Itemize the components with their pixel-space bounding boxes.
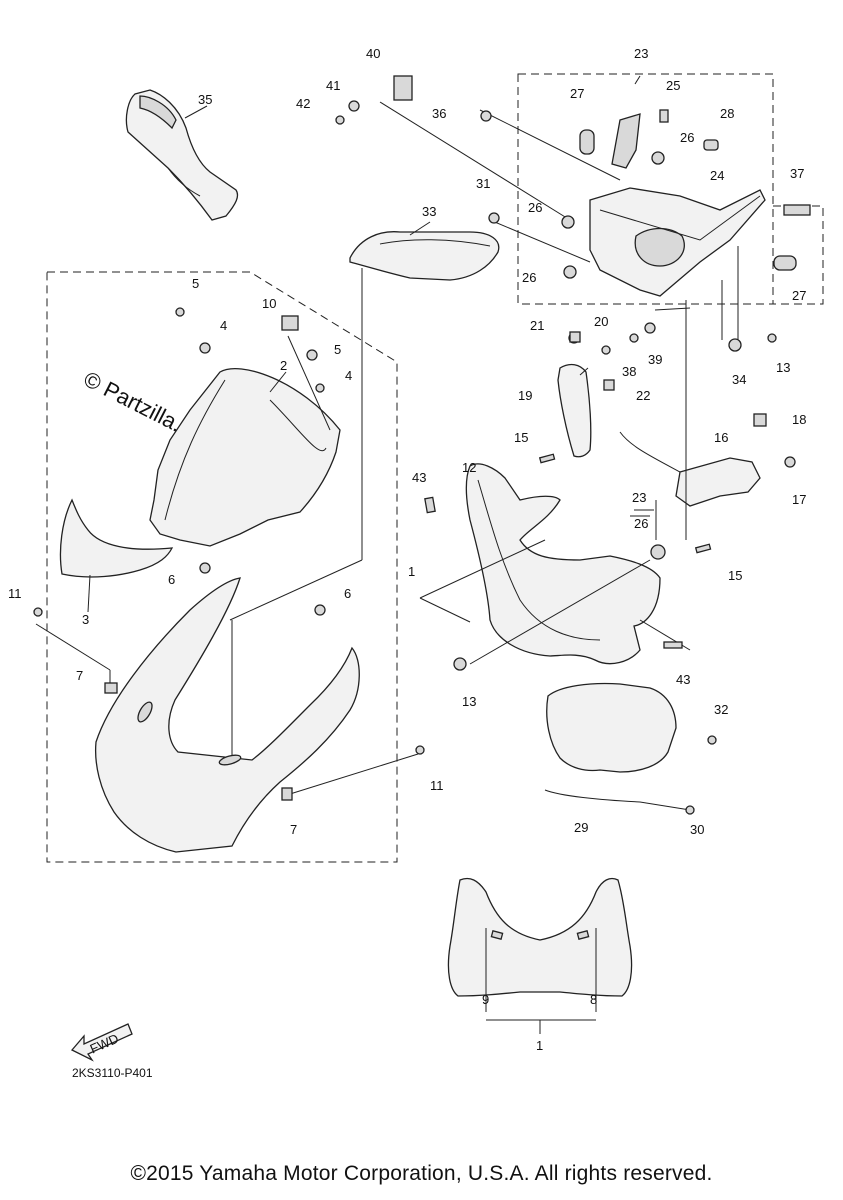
- callout-13-top: 13: [776, 360, 790, 375]
- callout-21: 21: [530, 318, 544, 333]
- callout-10: 10: [262, 296, 276, 311]
- callout-5-b: 5: [334, 342, 341, 357]
- inner-panel-part: [465, 463, 661, 665]
- forward-arrow-icon: FWD: [70, 1023, 133, 1062]
- stay-bracket-part: [619, 431, 761, 507]
- callout-15-a: 15: [514, 430, 528, 445]
- callout-34: 34: [732, 372, 746, 387]
- leader-lines: [35, 75, 739, 1034]
- callout-39: 39: [648, 352, 662, 367]
- callout-26-c: 26: [522, 270, 536, 285]
- callout-7-a: 7: [76, 668, 83, 683]
- callout-31: 31: [476, 176, 490, 191]
- callout-28: 28: [720, 106, 734, 121]
- callout-40: 40: [366, 46, 380, 61]
- callout-4-b: 4: [345, 368, 352, 383]
- callout-27-bottom: 27: [792, 288, 806, 303]
- callout-37: 37: [790, 166, 804, 181]
- callout-12: 12: [462, 460, 476, 475]
- callout-3: 3: [82, 612, 89, 627]
- headlight-unit-part: [544, 682, 691, 811]
- callout-26-d: 26: [634, 516, 648, 531]
- callout-26-b: 26: [528, 200, 542, 215]
- lower-trim-part: [59, 498, 174, 578]
- side-reflector-part: [557, 363, 592, 458]
- callout-13-bottom: 13: [462, 694, 476, 709]
- callout-41: 41: [326, 78, 340, 93]
- lower-cowling-part: [447, 877, 633, 997]
- callout-29: 29: [574, 820, 588, 835]
- callout-6-b: 6: [344, 586, 351, 601]
- callout-15-b: 15: [728, 568, 742, 583]
- callout-7-b: 7: [290, 822, 297, 837]
- callout-33: 33: [422, 204, 436, 219]
- callout-9: 9: [482, 992, 489, 1007]
- callout-1-bottom: 1: [536, 1038, 543, 1053]
- callout-25: 25: [666, 78, 680, 93]
- diagram-code: 2KS3110-P401: [72, 1066, 153, 1080]
- callout-38: 38: [622, 364, 636, 379]
- copyright-notice: ©2015 Yamaha Motor Corporation, U.S.A. A…: [130, 1162, 713, 1185]
- callout-16: 16: [714, 430, 728, 445]
- callout-2: 2: [280, 358, 287, 373]
- callout-43-b: 43: [676, 672, 690, 687]
- callout-18: 18: [792, 412, 806, 427]
- callout-24: 24: [710, 168, 724, 183]
- callout-19: 19: [518, 388, 532, 403]
- callout-30: 30: [690, 822, 704, 837]
- callout-22: 22: [636, 388, 650, 403]
- callout-23-top: 23: [634, 46, 648, 61]
- callout-8: 8: [590, 992, 597, 1007]
- bracket-assembly-part: [589, 113, 766, 297]
- callout-43-a: 43: [412, 470, 426, 485]
- callout-4-a: 4: [220, 318, 227, 333]
- callout-1-box: 1: [408, 564, 415, 579]
- fasteners: [33, 75, 811, 815]
- callout-11-a: 11: [8, 586, 22, 601]
- callout-20: 20: [594, 314, 608, 329]
- callout-numbers: 40 23 41 42 35 36 27 25 28 26 24 37 31 2…: [8, 46, 806, 1053]
- callout-42: 42: [296, 96, 310, 111]
- callout-36: 36: [432, 106, 446, 121]
- group-boxes: [46, 73, 824, 863]
- fwd-label: FWD: [88, 1031, 121, 1057]
- side-cover-part: [349, 231, 500, 281]
- callout-32: 32: [714, 702, 728, 717]
- callout-27-top: 27: [570, 86, 584, 101]
- callout-35: 35: [198, 92, 212, 107]
- callout-11-b: 11: [430, 778, 444, 793]
- callout-26-a: 26: [680, 130, 694, 145]
- mirror-part: [125, 89, 239, 221]
- callout-5-a: 5: [192, 276, 199, 291]
- callout-6-a: 6: [168, 572, 175, 587]
- windscreen-part: [149, 368, 341, 547]
- callout-23-mid: 23: [632, 490, 646, 505]
- callout-17: 17: [792, 492, 806, 507]
- front-cowling-part: [94, 577, 360, 853]
